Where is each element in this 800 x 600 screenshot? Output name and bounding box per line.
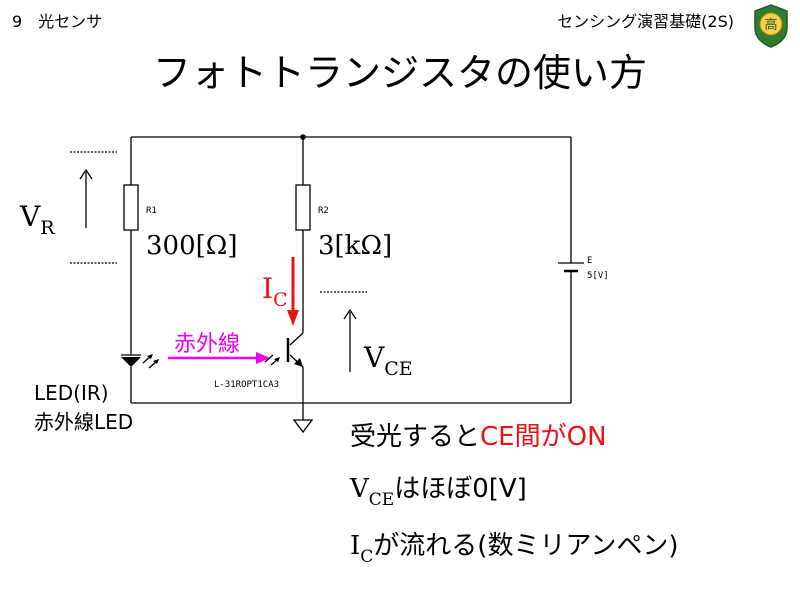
led-label: LED(IR): [34, 381, 109, 405]
r2-ref-label: R2: [318, 206, 329, 216]
note-line-2: VCEはほぼ0[V]: [350, 474, 527, 510]
vce-arrow-head: [343, 308, 357, 320]
vce-label: VCE: [364, 341, 413, 380]
junction-dot: [300, 134, 306, 140]
r1-ref-label: R1: [146, 206, 157, 216]
ground-symbol: [292, 419, 314, 434]
vr-label: VR: [20, 200, 55, 239]
slide-section-label: 9 光センサ: [12, 12, 103, 31]
battery-value-label: 5[V]: [587, 271, 609, 281]
slide-title: フォトトランジスタの使い方: [152, 51, 647, 95]
phototransistor-part-label: L-31ROPT1CA3: [214, 380, 280, 390]
emitter-arrow: [294, 358, 303, 367]
r2-value-label: 3[kΩ]: [318, 231, 393, 261]
r1-value-label: 300[Ω]: [146, 231, 238, 261]
school-emblem-icon: 高: [754, 4, 788, 48]
note-line-1: 受光するとCE間がON: [350, 422, 607, 452]
ir-arrow-head: [256, 352, 270, 364]
resistor-r1: [123, 184, 139, 231]
vr-arrow-head: [79, 168, 93, 180]
ir-label: 赤外線: [174, 332, 241, 357]
resistor-r2: [295, 184, 311, 231]
led-diode-symbol: [121, 357, 141, 367]
led-description-label: 赤外線LED: [34, 410, 134, 434]
course-title: センシング演習基礎(2S): [557, 12, 734, 31]
ic-label: IC: [262, 272, 288, 311]
svg-text:高: 高: [764, 17, 777, 33]
battery-ref-label: E: [587, 256, 593, 266]
note-line-3: ICが流れる(数ミリアンペン): [350, 531, 679, 567]
ic-arrow-head: [287, 310, 299, 326]
